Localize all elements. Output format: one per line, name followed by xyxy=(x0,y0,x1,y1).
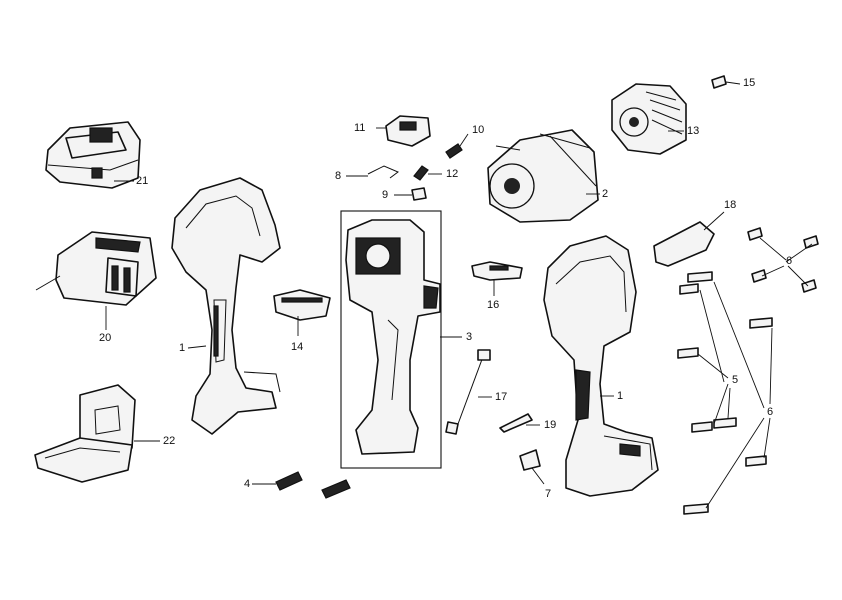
callout-14: 14 xyxy=(291,341,304,353)
spring-12-part xyxy=(413,165,429,181)
chuck-part xyxy=(611,83,687,155)
callout-1-left: 1 xyxy=(179,342,186,354)
callout-13: 13 xyxy=(687,125,700,137)
bit-holder-7-part xyxy=(519,449,541,471)
callout-11: 11 xyxy=(354,122,366,134)
callout-9: 9 xyxy=(382,189,389,201)
callout-16: 16 xyxy=(487,299,500,311)
callout-8: 8 xyxy=(335,170,342,182)
clip-8-part xyxy=(367,165,399,179)
callout-15: 15 xyxy=(743,77,756,89)
grip-18-part xyxy=(653,221,715,267)
bit-19-part xyxy=(499,413,533,433)
charger-part xyxy=(35,231,157,306)
pin-9-part xyxy=(411,187,427,201)
gearbox-part xyxy=(487,129,599,223)
callout-17: 17 xyxy=(495,391,508,403)
callout-12: 12 xyxy=(446,168,459,180)
callout-21: 21 xyxy=(136,175,149,187)
callout-19: 19 xyxy=(544,419,557,431)
lock-off-part xyxy=(385,115,431,147)
slide-switch-part xyxy=(471,261,523,281)
callout-10: 10 xyxy=(472,124,485,136)
callout-6-bottom: 6 xyxy=(767,406,774,418)
callout-18: 18 xyxy=(724,199,737,211)
led-lead-part xyxy=(445,349,491,435)
callout-5: 5 xyxy=(732,374,739,386)
spring-parts xyxy=(275,471,351,499)
callout-2: 2 xyxy=(602,188,609,200)
carry-case-part xyxy=(34,384,136,483)
screw-set-parts xyxy=(677,227,819,515)
spring-10-part xyxy=(445,143,463,159)
housing-right-part xyxy=(543,235,659,497)
callout-6-top: 6 xyxy=(786,255,793,267)
callout-1-right: 1 xyxy=(617,390,624,402)
callout-3: 3 xyxy=(466,331,473,343)
motor-assembly-frame xyxy=(340,210,442,469)
callout-4: 4 xyxy=(244,478,251,490)
callout-22: 22 xyxy=(163,435,176,447)
battery-pack-part xyxy=(45,121,141,189)
screw-15-part xyxy=(711,75,727,89)
leader-lines xyxy=(105,81,813,509)
callout-20: 20 xyxy=(99,332,112,344)
contact-block-part xyxy=(273,289,331,321)
housing-left-part xyxy=(171,177,281,435)
motor-assembly-part xyxy=(345,219,441,455)
callout-7: 7 xyxy=(545,488,552,500)
